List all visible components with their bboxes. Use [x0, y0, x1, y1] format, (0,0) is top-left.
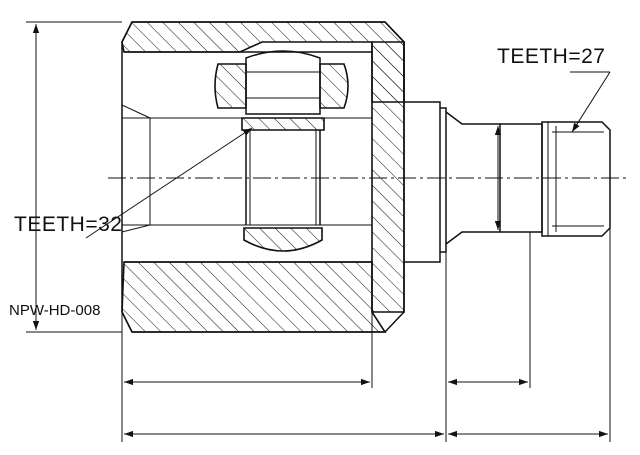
teeth-shaft-label: TEETH=27 [497, 45, 605, 68]
inner-race [214, 50, 349, 252]
leaders [85, 71, 611, 239]
shaft [404, 101, 611, 263]
housing [121, 21, 405, 333]
part-number: NPW-HD-008 [9, 302, 100, 319]
dimensions [26, 21, 611, 442]
teeth-outer-label: TEETH=32 [14, 213, 122, 236]
